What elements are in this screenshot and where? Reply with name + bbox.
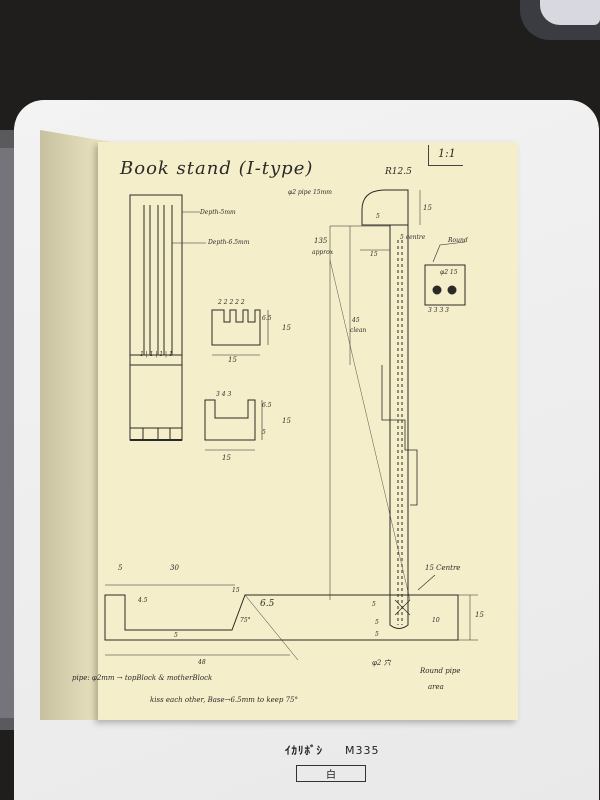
depth-top-label: Depth-5mm (200, 209, 236, 216)
length-45b: clean (350, 327, 367, 334)
base-fifteen-right: 15 (475, 611, 484, 619)
upper-block-h: 6.5 (262, 315, 272, 322)
note-line-2: kiss each other, Base→6.5mm to keep 75° (150, 696, 299, 704)
five-a-label: 5 (376, 213, 380, 220)
pad-brand: ｲｶﾘﾎﾞｼ (285, 744, 323, 757)
base-five-left: 5 (118, 564, 123, 572)
base-six-five: 6.5 (260, 599, 275, 609)
base-fifteen-centre: 15 Centre (425, 564, 461, 572)
round-dims: φ2 15 (440, 269, 458, 276)
drawing-title: Book stand (I-type) (120, 158, 314, 179)
base-drawing (104, 574, 478, 661)
length-45: 45 (352, 317, 360, 324)
upper-block-total: 15 (282, 324, 291, 332)
round-pipe-area: area (428, 683, 444, 691)
height-opp: approx (312, 249, 334, 256)
pad-color-label: 白 (326, 770, 336, 781)
drawing-paper (98, 142, 518, 720)
lower-block-h: 6.5 (262, 402, 272, 409)
pipe-val: 15 (423, 204, 432, 212)
bottom-nums-label: 1 | 1 | 1 | 1 (140, 351, 173, 358)
base-ten: 10 (432, 617, 440, 624)
note-line-1: pipe: φ2mm → topBlock & motherBlock (72, 674, 213, 682)
pad-model: M335 (345, 744, 380, 757)
lower-block-nums: 3 4 3 (216, 391, 232, 398)
pad-color-box: 白 (296, 765, 366, 782)
base-angle: 75° (240, 617, 251, 624)
base-forty-eight: 48 (198, 659, 206, 666)
lower-block-width: 15 (222, 454, 231, 462)
lower-block-drawing (204, 399, 263, 451)
base-fifteen-label: 15 (232, 587, 240, 594)
phi-label: φ2 穴 (372, 659, 391, 667)
round-pipe-label: Round pipe (420, 667, 461, 675)
lower-block-bottom: 5 (262, 429, 266, 436)
base-five-bottom: 5 (174, 632, 178, 639)
pipe-label: φ2 pipe 15mm (288, 189, 332, 196)
upper-block-nums: 2 2 2 2 2 (218, 299, 245, 306)
base-four-five: 4.5 (138, 597, 148, 604)
round-nums: 3 3 3 3 (428, 307, 449, 314)
height-135: 135 (314, 237, 328, 245)
upper-block-width: 15 (228, 356, 237, 364)
base-thirty: 30 (170, 564, 179, 572)
depth-mid-label: Depth-6.5mm (208, 239, 250, 246)
round-label: Round (448, 237, 468, 244)
five-centre-label: 5 centre (400, 234, 426, 241)
lower-block-total: 15 (282, 417, 291, 425)
side-view-post-drawing (329, 189, 421, 629)
upper-block-drawing (211, 309, 269, 356)
radius-label: R12.5 (385, 167, 412, 177)
background-object (540, 0, 600, 25)
scale-label: 1:1 (438, 147, 456, 160)
base-five-r2: 5 (375, 619, 379, 626)
base-five-r3: 5 (375, 631, 379, 638)
round-section-drawing (424, 241, 466, 306)
base-five-r1: 5 (372, 601, 376, 608)
left-stick-drawing (129, 194, 206, 441)
scale-box (428, 145, 463, 166)
fifteen-label: 15 (370, 251, 378, 258)
